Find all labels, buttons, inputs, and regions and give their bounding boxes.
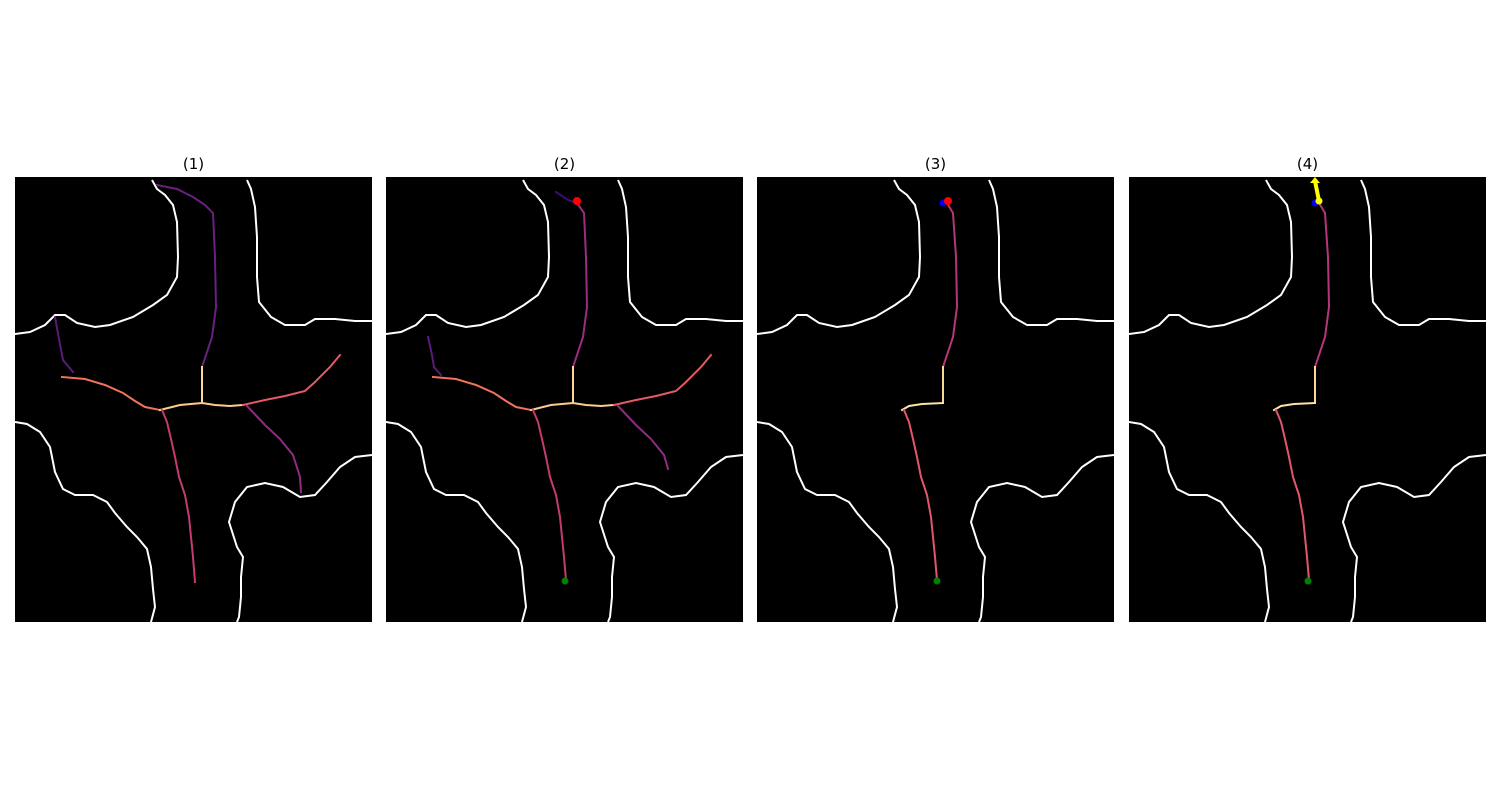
skeleton-paths: [1272, 201, 1331, 582]
branch-right: [612, 353, 713, 407]
boundary-bottom-left: [757, 421, 899, 622]
boundary-lines: [15, 179, 372, 622]
panel-3: [757, 177, 1114, 622]
boundary-top-left: [386, 179, 551, 335]
panel-4-canvas: [1129, 177, 1486, 622]
path-bottom: [1274, 408, 1311, 582]
branch-right-down: [616, 404, 670, 471]
green-marker: [561, 577, 569, 585]
branch-center: [158, 401, 245, 412]
branch-center: [529, 401, 616, 412]
skeleton-paths: [53, 183, 342, 584]
boundary-bottom-right: [598, 454, 743, 622]
boundary-bottom-right: [969, 454, 1114, 622]
path-center: [900, 401, 945, 412]
green-marker: [1304, 577, 1312, 585]
boundary-lines: [757, 179, 1114, 622]
boundary-top-right: [1360, 179, 1486, 326]
path-top: [941, 201, 959, 369]
branch-left-upper: [53, 315, 75, 374]
branch-top: [155, 183, 218, 369]
path-bottom: [902, 408, 939, 582]
direction-arrow-head: [1310, 177, 1320, 183]
skeleton-paths: [426, 190, 713, 582]
boundary-top-right: [246, 179, 372, 326]
boundary-bottom-left: [386, 421, 528, 622]
branch-bottom: [531, 408, 568, 582]
boundary-top-right: [617, 179, 743, 326]
boundary-bottom-left: [15, 421, 157, 622]
panel-3-canvas: [757, 179, 1114, 622]
yellow-marker: [1315, 197, 1323, 205]
boundary-top-left: [15, 179, 180, 335]
boundary-bottom-right: [1341, 454, 1486, 622]
panel-3-title: (3): [924, 155, 947, 173]
branch-top: [571, 201, 589, 369]
boundary-lines: [386, 179, 743, 622]
branch-bottom: [160, 408, 197, 584]
red-marker: [944, 197, 952, 205]
boundary-lines: [1129, 179, 1486, 622]
boundary-top-right: [988, 179, 1114, 326]
branch-right-down: [245, 404, 303, 494]
panel-2-canvas: [386, 179, 743, 622]
panel-1-canvas: [15, 179, 372, 622]
path-top: [1313, 201, 1331, 369]
red-marker: [573, 197, 581, 205]
panel-4-title: (4): [1296, 155, 1319, 173]
boundary-top-left: [1129, 179, 1294, 335]
panel-4: [1129, 177, 1486, 622]
branch-right: [241, 353, 342, 407]
panel-2: [386, 177, 743, 622]
path-center: [1272, 401, 1317, 412]
branch-left: [431, 375, 533, 412]
green-marker: [933, 577, 941, 585]
branch-left-upper: [426, 335, 443, 377]
boundary-bottom-right: [227, 454, 372, 622]
skeleton-paths: [900, 201, 959, 582]
panel-2-title: (2): [553, 155, 576, 173]
branch-left: [60, 375, 162, 412]
panel-1-title: (1): [182, 155, 205, 173]
boundary-bottom-left: [1129, 421, 1271, 622]
panel-1: [15, 177, 372, 622]
boundary-top-left: [757, 179, 922, 335]
